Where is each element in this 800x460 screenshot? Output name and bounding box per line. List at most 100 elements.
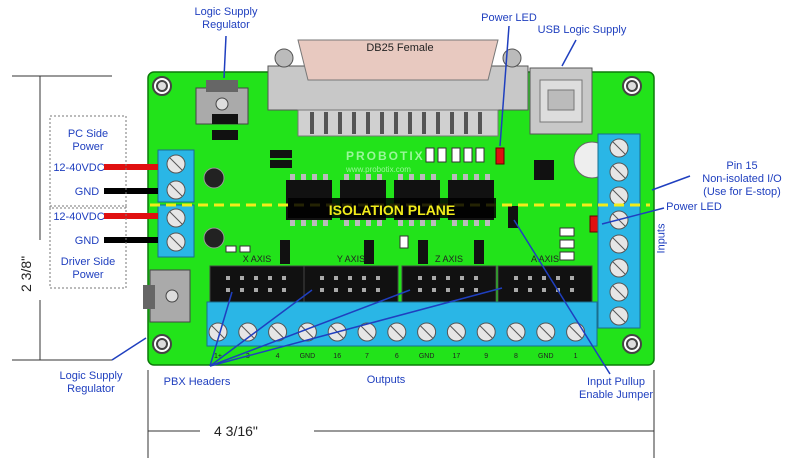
screw-slot bbox=[612, 165, 626, 179]
ic-pin bbox=[312, 174, 317, 180]
height-dimension-label: 2 3/8" bbox=[18, 255, 34, 292]
ic-pin bbox=[420, 174, 425, 180]
ic-pin bbox=[431, 220, 436, 226]
header-pin bbox=[254, 276, 258, 280]
logic-supply-regulator-top-label: Logic Supply Regulator bbox=[194, 6, 258, 31]
db25-pin bbox=[422, 112, 426, 134]
db25-pin bbox=[310, 112, 314, 134]
header-pin bbox=[528, 288, 532, 292]
header-pin bbox=[240, 288, 244, 292]
resistors bbox=[225, 147, 575, 261]
db25-pin bbox=[450, 112, 454, 134]
header-pin bbox=[320, 288, 324, 292]
pc-side-power-label: PC Side Power bbox=[67, 128, 109, 153]
header-pin bbox=[446, 288, 450, 292]
header-pin bbox=[282, 276, 286, 280]
vdc-bottom-label: 12-40VDC bbox=[53, 211, 105, 223]
pointer-lines bbox=[111, 25, 691, 375]
ic-pin bbox=[301, 174, 306, 180]
db25-pin bbox=[366, 112, 370, 134]
isolation-label-bg bbox=[288, 198, 496, 218]
ic-pin bbox=[474, 220, 479, 226]
header-pin bbox=[556, 276, 560, 280]
db25-pin bbox=[324, 112, 328, 134]
ic-pin bbox=[355, 220, 360, 226]
ic-pin bbox=[485, 174, 490, 180]
width-dimension-label: 4 3/16" bbox=[214, 423, 258, 439]
ic-pin bbox=[301, 220, 306, 226]
header-pin bbox=[268, 288, 272, 292]
ic-pin bbox=[431, 174, 436, 180]
header-pin bbox=[542, 276, 546, 280]
header-pin bbox=[542, 288, 546, 292]
screw-slot bbox=[301, 325, 314, 339]
db25-pin bbox=[380, 112, 384, 134]
ic-pin bbox=[377, 220, 382, 226]
pbx-header bbox=[401, 265, 497, 305]
header-pin bbox=[376, 288, 380, 292]
header-pin bbox=[432, 288, 436, 292]
power-wires bbox=[104, 164, 158, 243]
header-pin bbox=[514, 276, 518, 280]
pbx-header bbox=[209, 265, 305, 305]
axis-label: X AXIS bbox=[243, 254, 272, 264]
header-pin bbox=[362, 276, 366, 280]
output-terminal-label: 8 bbox=[514, 353, 518, 360]
output-terminal-label: GND bbox=[538, 353, 554, 360]
url-text: www.probotix.com bbox=[345, 165, 411, 174]
ic-pin bbox=[398, 174, 403, 180]
screw-slot bbox=[450, 325, 463, 339]
header-pin bbox=[226, 276, 230, 280]
screw-slot bbox=[569, 325, 582, 339]
header-pin bbox=[460, 288, 464, 292]
header-pin bbox=[474, 276, 478, 280]
mounting-holes bbox=[152, 76, 642, 354]
dimension-lines bbox=[12, 75, 655, 458]
header-pin bbox=[418, 276, 422, 280]
output-terminal-label: 9 bbox=[484, 353, 488, 360]
driver-power-box bbox=[49, 205, 127, 289]
screw-slot bbox=[241, 325, 255, 339]
db25-pins bbox=[310, 112, 482, 134]
ic-pin bbox=[398, 220, 403, 226]
usb-logic-supply-label: USB Logic Supply bbox=[537, 24, 627, 36]
ic-pin bbox=[452, 174, 457, 180]
ic-pin bbox=[366, 220, 371, 226]
vdc-top-label: 12-40VDC bbox=[53, 162, 105, 174]
db25-pin bbox=[338, 112, 342, 134]
gnd-top-label: GND bbox=[74, 186, 100, 198]
pbx-header bbox=[497, 265, 593, 305]
ic-pin bbox=[463, 220, 468, 226]
header-pin bbox=[446, 276, 450, 280]
regulator-top bbox=[195, 80, 249, 125]
db25-pin bbox=[408, 112, 412, 134]
header-pin bbox=[254, 288, 258, 292]
ic-pin bbox=[377, 174, 382, 180]
gnd-bottom-label: GND bbox=[74, 235, 100, 247]
ic-pin bbox=[409, 220, 414, 226]
header-pin bbox=[460, 276, 464, 280]
output-terminal-label: 6 bbox=[395, 353, 399, 360]
axis-label: Y AXIS bbox=[337, 254, 365, 264]
screw-slot bbox=[479, 325, 493, 339]
ic-pin bbox=[344, 220, 349, 226]
pbx-headers-label: PBX Headers bbox=[163, 376, 231, 388]
header-pin bbox=[514, 288, 518, 292]
ic-pin bbox=[485, 220, 490, 226]
header-pin bbox=[570, 276, 574, 280]
db25-pin bbox=[464, 112, 468, 134]
screw-slot bbox=[420, 325, 433, 339]
ic-pin bbox=[366, 174, 371, 180]
brand-text: PROBOTIX bbox=[346, 149, 425, 163]
header-pin bbox=[240, 276, 244, 280]
pc-power-box bbox=[49, 115, 127, 209]
ic-pin bbox=[290, 174, 295, 180]
logic-supply-regulator-bottom-label: Logic Supply Regulator bbox=[59, 370, 123, 395]
power-led-right bbox=[589, 215, 599, 233]
header-pin bbox=[320, 276, 324, 280]
db25-pin bbox=[436, 112, 440, 134]
pbx-header bbox=[303, 265, 399, 305]
header-pin bbox=[334, 288, 338, 292]
header-pin bbox=[570, 288, 574, 292]
